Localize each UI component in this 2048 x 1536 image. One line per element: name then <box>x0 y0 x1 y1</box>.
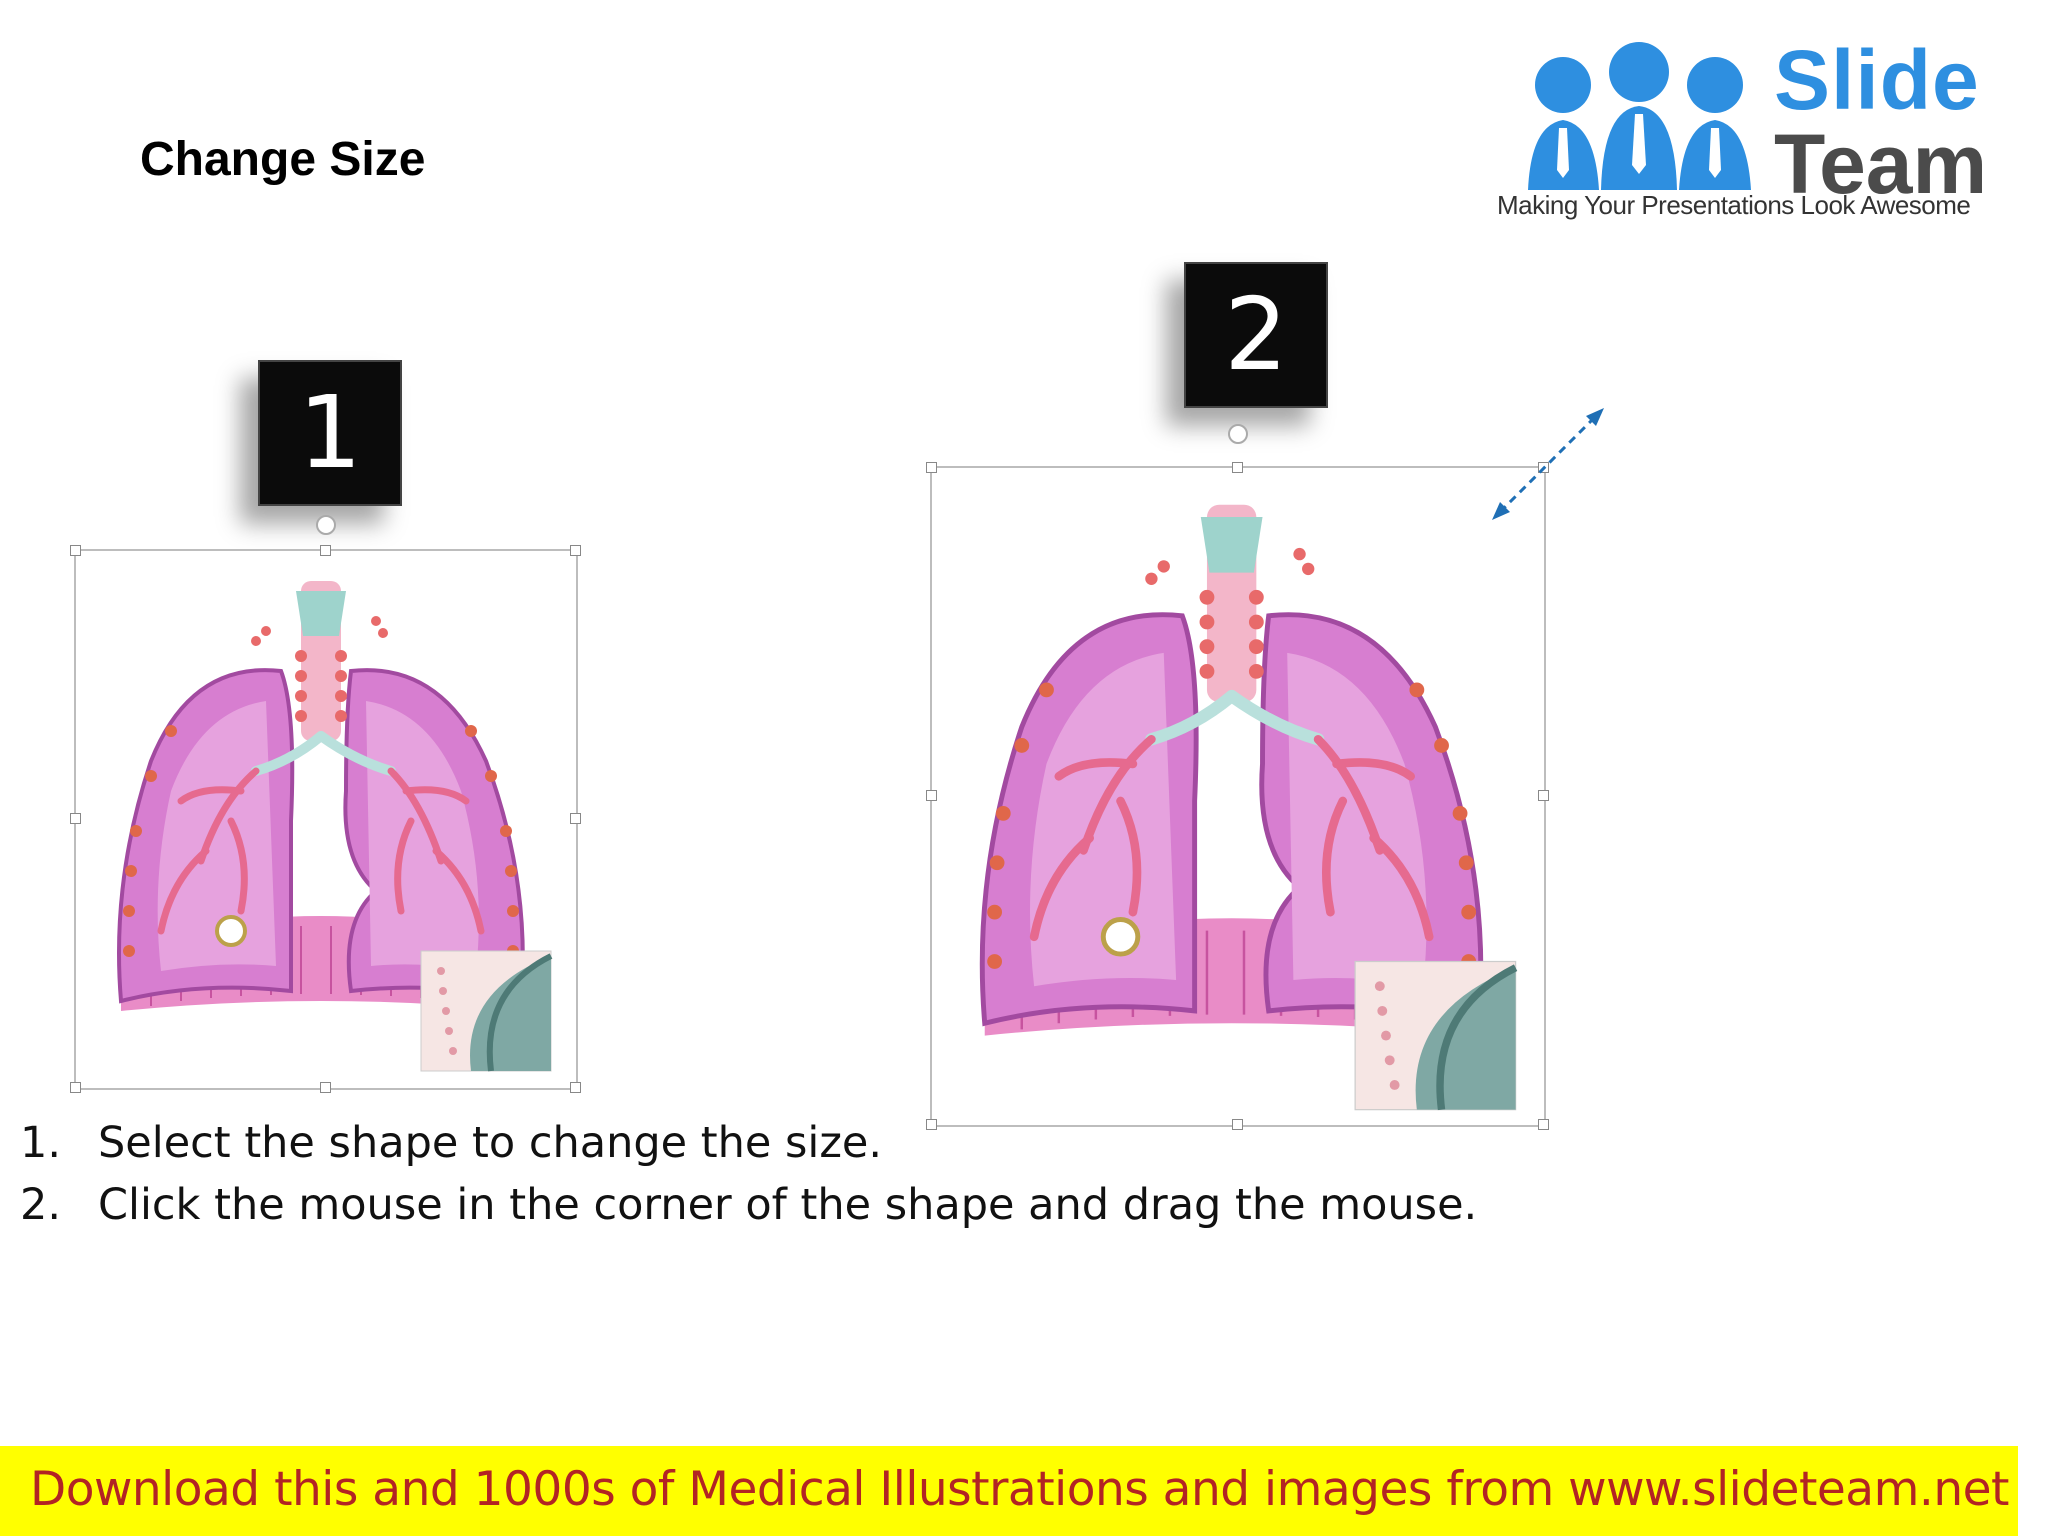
logo-tagline: Making Your Presentations Look Awesome <box>1497 190 1971 220</box>
resize-handle-bl[interactable] <box>70 1082 81 1093</box>
resize-handle-ml[interactable] <box>926 790 937 801</box>
resize-handle-tc[interactable] <box>1232 462 1243 473</box>
resize-handle-bl[interactable] <box>926 1119 937 1130</box>
resize-handle-tc[interactable] <box>320 545 331 556</box>
instruction-step-1: 1. Select the shape to change the size. <box>20 1112 1477 1174</box>
resize-handle-br[interactable] <box>570 1082 581 1093</box>
lung-illustration-small <box>117 581 553 1072</box>
instruction-list: 1. Select the shape to change the size. 2… <box>20 1112 1477 1236</box>
logo-team-text: Team <box>1774 117 1988 211</box>
selected-shape-large[interactable] <box>926 424 1549 1130</box>
people-logo-icon <box>1528 42 1751 190</box>
resize-handle-mr[interactable] <box>1538 790 1549 801</box>
rotate-handle-icon[interactable] <box>1228 424 1248 444</box>
step-badge-1: 1 <box>258 360 402 506</box>
step-number: 2. <box>20 1180 62 1230</box>
resize-handle-ml[interactable] <box>70 813 81 824</box>
resize-handle-tl[interactable] <box>926 462 937 473</box>
slide-title: Change Size <box>140 133 426 186</box>
resize-handle-bc[interactable] <box>320 1082 331 1093</box>
step-text: Click the mouse in the corner of the sha… <box>98 1180 1478 1230</box>
step-badge-2: 2 <box>1184 262 1328 408</box>
download-banner[interactable]: Download this and 1000s of Medical Illus… <box>0 1446 2018 1536</box>
rotate-handle-icon[interactable] <box>316 515 336 535</box>
banner-text[interactable]: Download this and 1000s of Medical Illus… <box>30 1462 2009 1517</box>
instruction-step-2: 2. Click the mouse in the corner of the s… <box>20 1174 1477 1236</box>
resize-handle-bc[interactable] <box>1232 1119 1243 1130</box>
slideteam-logo: Slide Team Making Your Presentations Loo… <box>1497 28 2013 222</box>
selected-shape-small[interactable] <box>70 515 581 1093</box>
resize-handle-tr[interactable] <box>570 545 581 556</box>
resize-drag-arrow-icon <box>1492 408 1604 520</box>
logo-slide-text: Slide <box>1774 33 1980 127</box>
step-text: Select the shape to change the size. <box>98 1118 883 1168</box>
resize-handle-mr[interactable] <box>570 813 581 824</box>
lung-illustration-large <box>944 480 1544 1122</box>
resize-handle-tl[interactable] <box>70 545 81 556</box>
resize-handle-br[interactable] <box>1538 1119 1549 1130</box>
step-number: 1. <box>20 1118 62 1168</box>
